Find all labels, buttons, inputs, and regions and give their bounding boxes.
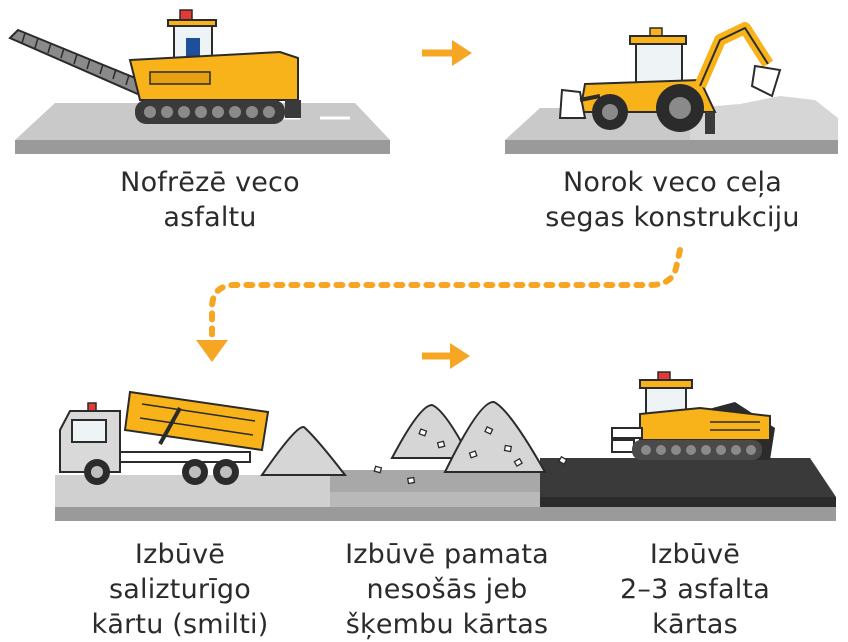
connector-dotted-2-to-3	[196, 247, 683, 362]
caption-line: kārtu (smilti)	[91, 609, 269, 640]
caption-line: kārtas	[652, 609, 738, 640]
caption-line: Norok veco ceļa	[563, 167, 782, 198]
caption-line: segas konstrukciju	[545, 202, 800, 233]
connector-arrow-3-to-4	[422, 343, 470, 369]
caption-line: 2–3 asfalta	[620, 574, 770, 605]
caption-line: Izbūvē	[649, 539, 741, 570]
step-caption-sand-layer: Izbūvē salizturīgo kārtu (smilti)	[55, 537, 305, 642]
caption-line: Nofrēzē veco	[120, 167, 300, 198]
caption-line: Izbūvē	[134, 539, 226, 570]
caption-line: šķembu kārtas	[345, 609, 549, 640]
layer-ground	[55, 458, 836, 521]
caption-line: salizturīgo	[109, 574, 251, 605]
backhoe-loader-icon	[505, 22, 838, 154]
dump-truck-icon	[59, 390, 270, 485]
step-caption-base-layer: Izbūvē pamata nesošās jeb šķembu kārtas	[322, 537, 572, 642]
sand-pile-icon	[260, 426, 348, 476]
caption-line: nesošās jeb	[366, 574, 528, 605]
step-caption-milling: Nofrēzē veco asfaltu	[70, 165, 350, 235]
connector-arrow-1-to-2	[422, 40, 472, 66]
gravel-piles-icon	[373, 401, 568, 485]
asphalt-paver-icon	[611, 371, 775, 460]
step-caption-excavation: Norok veco ceļa segas konstrukciju	[520, 165, 825, 235]
caption-line: asfaltu	[163, 202, 257, 233]
step-caption-asphalt-layers: Izbūvē 2–3 asfalta kārtas	[590, 537, 800, 642]
milling-machine-icon	[8, 9, 390, 154]
caption-line: Izbūvē pamata	[345, 539, 549, 570]
